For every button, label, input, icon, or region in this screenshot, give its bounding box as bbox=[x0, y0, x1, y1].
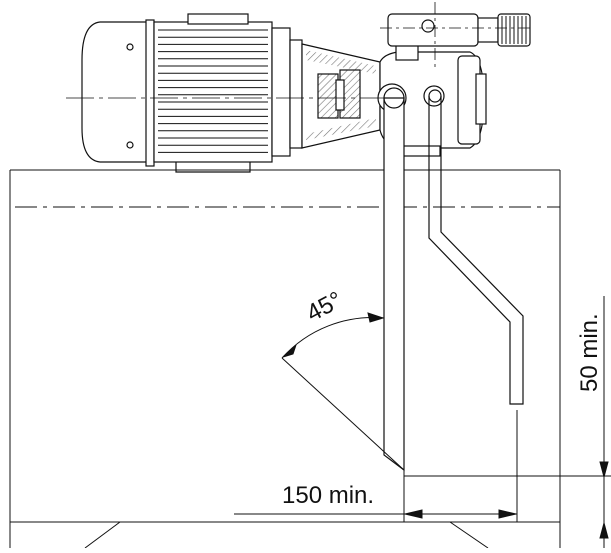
valve-knob-grip bbox=[501, 16, 527, 44]
suction-pipe bbox=[383, 87, 405, 472]
center-lines bbox=[66, 2, 530, 99]
dim-150-arrow-right bbox=[498, 509, 517, 519]
motor-screw-bottom bbox=[126, 141, 134, 149]
motor-cooling-fins bbox=[158, 29, 268, 153]
return-pipe-end bbox=[428, 89, 442, 103]
suction-pipe-end bbox=[383, 87, 405, 109]
dim-150-arrow-left bbox=[404, 509, 423, 519]
angle-label: 45° bbox=[302, 286, 347, 327]
angle-arc bbox=[281, 317, 385, 359]
bellhousing-hatched-wall-lower bbox=[306, 118, 376, 140]
motor-terminal-box bbox=[187, 13, 249, 25]
pump-base-foot bbox=[399, 145, 441, 157]
motor-body bbox=[153, 21, 273, 163]
motor-mounting-feet bbox=[175, 162, 251, 173]
bellhousing-hatched-wall bbox=[306, 50, 376, 74]
electric-motor bbox=[81, 13, 303, 173]
coupling-bellhousing bbox=[301, 43, 381, 149]
angle-arrow-right bbox=[367, 312, 385, 323]
motor-end-ring bbox=[145, 19, 155, 167]
angle-dimension bbox=[281, 312, 405, 471]
angle-reference-line bbox=[281, 357, 405, 471]
motor-fan-cover bbox=[81, 21, 149, 163]
motor-screw-top bbox=[126, 43, 134, 51]
valve-port bbox=[421, 19, 435, 33]
vertical-dimension bbox=[404, 296, 611, 548]
motor-flange bbox=[271, 27, 291, 157]
tank-foot-left bbox=[84, 521, 121, 549]
suction-pipe-body bbox=[383, 97, 405, 472]
coupling-insert bbox=[335, 79, 345, 111]
return-pipe-outer bbox=[428, 96, 524, 405]
vertical-dimension-label: 50 min. bbox=[576, 313, 603, 392]
pump-cover-boss bbox=[475, 73, 487, 125]
angle-arrow-left bbox=[282, 344, 297, 358]
coupling-half-left bbox=[317, 73, 339, 119]
dim-50-arrow-down bbox=[599, 521, 609, 539]
valve-nut bbox=[477, 17, 499, 43]
horizontal-dimension bbox=[234, 410, 518, 522]
tank-foot-right bbox=[449, 521, 489, 549]
motor-flange-ring bbox=[289, 39, 303, 149]
return-pipe bbox=[428, 89, 524, 405]
dim-50-arrow-up bbox=[599, 461, 609, 479]
horizontal-dimension-label: 150 min. bbox=[282, 482, 374, 509]
oil-tank bbox=[9, 169, 561, 549]
